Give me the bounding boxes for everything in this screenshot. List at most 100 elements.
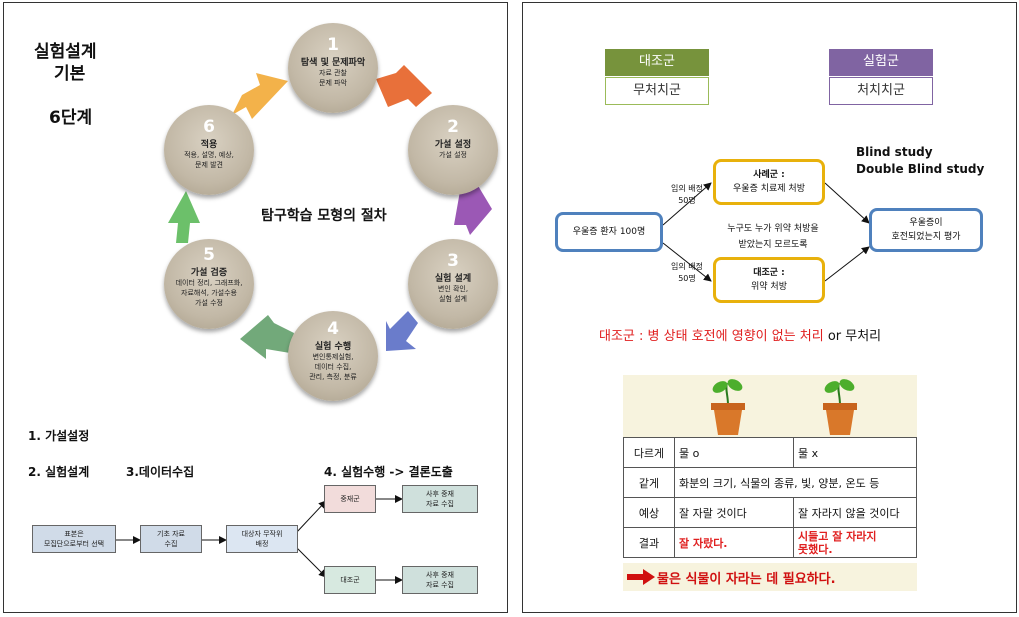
conclusion-text: 물은 식물이 자라는 데 필요하다. (657, 572, 836, 587)
flow-post-2-line1: 사후 중재 (426, 571, 454, 579)
middle-note-line1: 누구도 누가 위약 처방을 (727, 224, 819, 234)
step-4-number: 4 (327, 319, 339, 339)
design-arrow-3 (824, 182, 870, 224)
table-cell: 같게 (623, 467, 675, 498)
table-cell: 물 x (793, 437, 917, 468)
design-arrow-1 (662, 182, 712, 226)
label-execute: 4. 실험수행 -> 결론도출 (324, 465, 453, 479)
flow-baseline-line1: 기초 자료 (157, 530, 185, 538)
conclusion-arrow-icon (627, 569, 655, 585)
result-line2: 못했다. (798, 542, 833, 556)
random-top-line1: 임의 배정 (671, 184, 703, 193)
definition-label: 대조군 : (599, 329, 648, 344)
step-1-number: 1 (327, 35, 339, 55)
conclusion-area (623, 563, 917, 591)
cycle-arrows (168, 65, 492, 359)
flow-control: 대조군 (324, 566, 376, 594)
table-row: 같게 화분의 크기, 식물의 종류, 빛, 양분, 온도 등 (623, 467, 917, 498)
label-design: 2. 실험설계 (28, 465, 90, 479)
middle-note-line2: 받았는지 모르도록 (738, 240, 808, 250)
step-5-circle: 5 가설 검증 데이터 정리, 그래프화, 자료해석, 가설수용 가설 수정 (164, 239, 254, 329)
step-3-sub2: 실험 설계 (439, 295, 467, 303)
case-box: 사례군 :우울증 치료제 처방 (713, 159, 825, 205)
arrow-5-6 (168, 191, 200, 243)
design-arrow-4 (824, 246, 870, 282)
step-1-sub2: 문제 파악 (319, 79, 347, 87)
flow-assign-line1: 대상자 무작위 (241, 530, 283, 538)
title-line2: 기본 (54, 64, 86, 84)
step-1-circle: 1 탐색 및 문제파악 자료 관찰 문제 파악 (288, 23, 378, 113)
table-cell: 화분의 크기, 식물의 종류, 빛, 양분, 온도 등 (674, 467, 917, 498)
random-bottom: 임의 배정 50명 (661, 261, 713, 285)
arrow-6-1 (232, 73, 288, 119)
step-4-title: 실험 수행 (314, 342, 352, 352)
step-5-sub2: 자료해석, 가설수용 (181, 289, 237, 297)
right-panel: 대조군 무처치군 실험군 처치치군 Blind study Double Bli… (522, 2, 1017, 613)
step-4-circle: 4 실험 수행 변인통제실험, 데이터 수집, 관리, 측정, 분류 (288, 311, 378, 401)
table-row: 예상 잘 자랄 것이다 잘 자라지 않을 것이다 (623, 497, 917, 528)
title-line3: 6단계 (49, 108, 93, 128)
control-placebo-line2: 위약 처방 (751, 282, 787, 292)
table-cell: 잘 자라지 않을 것이다 (793, 497, 917, 528)
exp-header: 실험군 (829, 49, 933, 76)
design-arrow-2 (662, 242, 712, 282)
arrow-4-5 (240, 315, 294, 359)
definition-red: 병 상태 호전에 영향이 없는 처리 (647, 329, 824, 344)
flow-treatment: 중재군 (324, 485, 376, 513)
arrow-1-2 (376, 65, 432, 107)
step-3-title: 실험 설계 (434, 274, 472, 284)
flow-connectors (114, 495, 403, 584)
step-5-sub1: 데이터 정리, 그래프화, (175, 279, 243, 287)
table-cell: 잘 자랐다. (674, 527, 794, 558)
middle-note: 누구도 누가 위약 처방을 받았는지 모르도록 (703, 221, 843, 253)
step-6-circle: 6 적용 적용, 설명, 예상, 문제 발견 (164, 105, 254, 195)
cycle-title: 탐구학습 모형의 절차 (261, 208, 387, 224)
blind-study: Blind study (856, 145, 933, 159)
step-6-number: 6 (203, 117, 215, 137)
left-panel: 실험설계 기본 6단계 1 탐색 및 문제파악 자료 관찰 문제 파악 2 가설… (3, 2, 508, 613)
random-bottom-line1: 임의 배정 (671, 262, 703, 271)
random-top-line2: 50명 (678, 196, 696, 205)
step-3-number: 3 (447, 251, 459, 271)
case-line1: 사례군 : (753, 170, 785, 180)
step-4-sub2: 데이터 수집, (314, 363, 352, 371)
random-bottom-line2: 50명 (678, 274, 696, 283)
control-definition: 대조군 : 병 상태 호전에 영향이 없는 처리 or 무처리 (599, 325, 881, 344)
flow-post-1-line2: 자료 수집 (426, 500, 454, 508)
comparison-table: 다르게 물 o 물 x 같게 화분의 크기, 식물의 종류, 빛, 양분, 온도… (623, 437, 917, 558)
control-placebo-box: 대조군 :위약 처방 (713, 257, 825, 303)
plant-area (623, 375, 917, 437)
flow-arrow-4 (295, 546, 327, 578)
label-data: 3.데이터수집 (126, 465, 195, 479)
step-4-sub1: 변인통제실험, (312, 353, 354, 361)
control-sub: 무처치군 (605, 77, 709, 105)
step-3-sub1: 변인 확인, (437, 285, 469, 293)
table-cell: 결과 (623, 527, 675, 558)
design-connectors (662, 182, 870, 282)
evaluate-line2: 호전되었는지 평가 (891, 232, 961, 242)
flow-post-2-line2: 자료 수집 (426, 581, 454, 589)
step-4-sub3: 관리, 측정, 분류 (309, 373, 357, 381)
step-5-sub3: 가설 수정 (195, 299, 223, 307)
patients-box: 우울증 환자 100명 (555, 212, 663, 252)
flow-baseline-line2: 수집 (164, 540, 178, 548)
step-1-sub1: 자료 관찰 (319, 69, 347, 77)
title-line1: 실험설계 (34, 42, 97, 62)
evaluate-line1: 우울증이 (909, 218, 943, 228)
table-cell: 시들고 잘 자라지 못했다. (793, 527, 917, 558)
table-cell: 잘 자랄 것이다 (674, 497, 794, 528)
table-cell: 예상 (623, 497, 675, 528)
label-hypothesis: 1. 가설설정 (28, 429, 90, 443)
table-cell: 다르게 (623, 437, 675, 468)
arrow-3-4 (386, 311, 418, 351)
random-top: 임의 배정 50명 (661, 183, 713, 207)
step-1-title: 탐색 및 문제파악 (300, 58, 366, 68)
control-header: 대조군 (605, 49, 709, 76)
step-5-number: 5 (203, 245, 215, 265)
